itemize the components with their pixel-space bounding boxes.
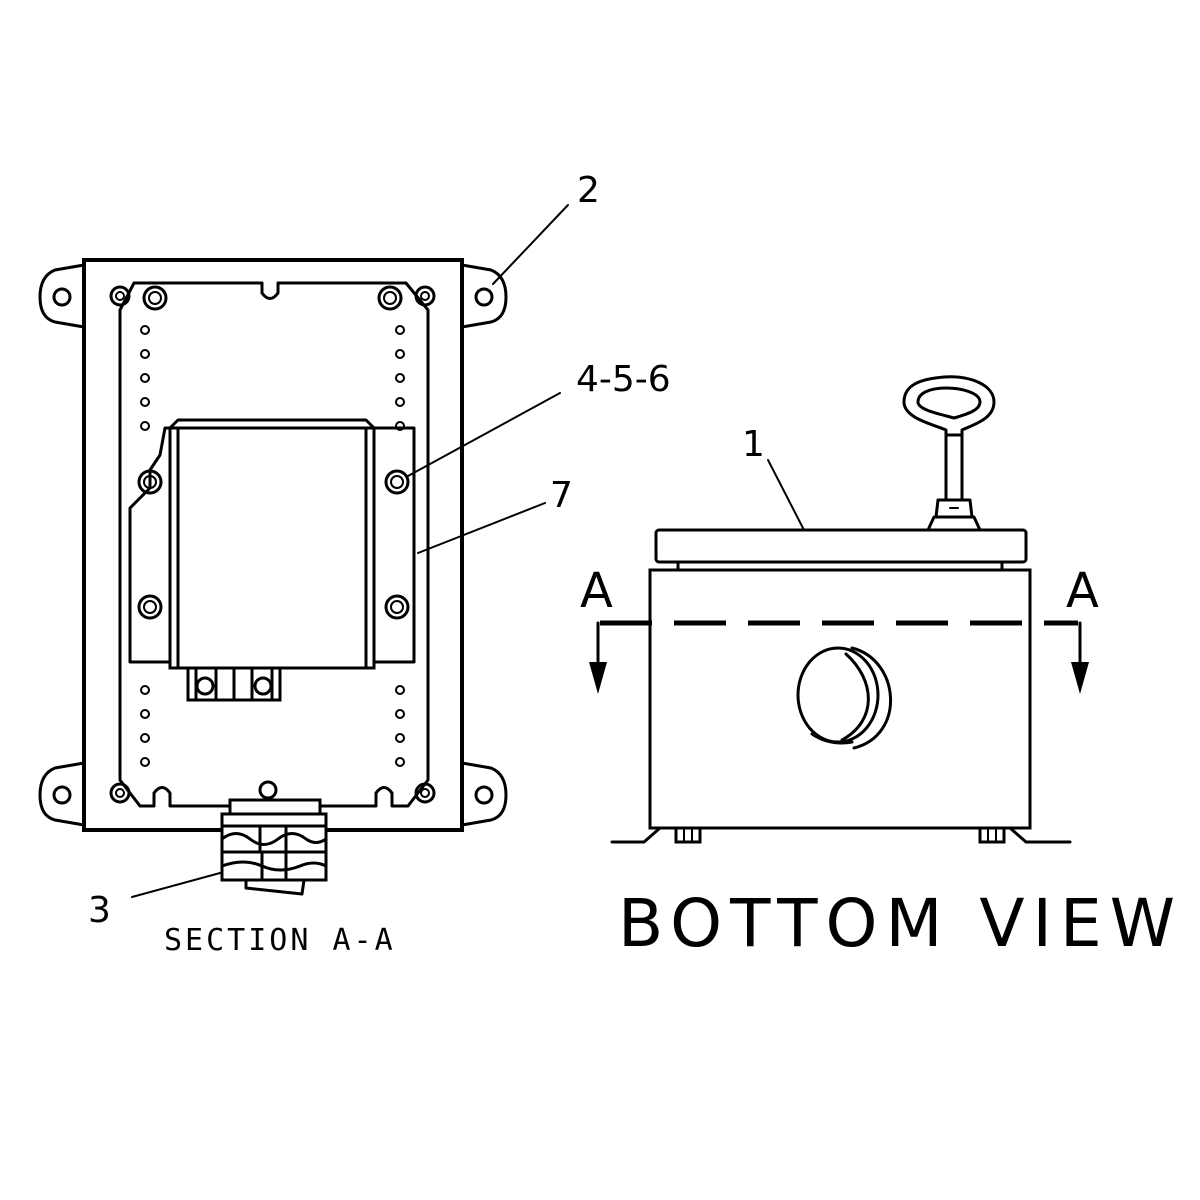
mounting-tab-top-left (38, 263, 86, 329)
section-marker-left: A (580, 563, 613, 619)
enclosure-body-bottom (648, 568, 1032, 830)
module-box (168, 426, 376, 670)
leader-line-3 (131, 872, 221, 898)
cable-gland (220, 780, 328, 896)
mounting-bracket (128, 426, 416, 664)
mounting-tab-bottom-right (460, 761, 508, 827)
bottom-view: A A 1 BOTTOM VIEW (580, 375, 1183, 962)
section-arrow-right (1071, 621, 1089, 694)
section-a-a-view: 2 4-5-6 7 3 SECTION A-A (38, 170, 671, 958)
callout-label-4-5-6: 4-5-6 (576, 359, 671, 400)
module-connector (186, 666, 282, 702)
mounting-tab-top-right (460, 263, 508, 329)
perforation-holes-left (140, 325, 150, 767)
corner-screws (109, 285, 436, 804)
leader-line-2 (492, 204, 569, 285)
bottom-view-caption: BOTTOM VIEW (618, 885, 1183, 962)
section-marker-right: A (1066, 563, 1099, 619)
callout-label-2: 2 (577, 170, 600, 211)
leader-line-4-5-6 (407, 392, 561, 477)
callout-label-1: 1 (742, 424, 765, 465)
leader-line-1 (767, 459, 805, 531)
callout-label-3: 3 (88, 890, 111, 931)
lock-key (902, 375, 996, 532)
callout-label-7: 7 (550, 475, 573, 516)
backplate (118, 281, 430, 808)
base-feet (610, 826, 1072, 844)
leader-line-7 (417, 502, 546, 554)
perforation-holes-right (395, 325, 405, 767)
module-screws (137, 469, 410, 620)
cable-gland-opening (796, 646, 892, 750)
section-a-a-caption: SECTION A-A (164, 923, 396, 958)
enclosure-lid (654, 528, 1028, 564)
base-bolts (674, 826, 1006, 844)
mounting-tab-bottom-left (38, 761, 86, 827)
section-arrow-left (589, 621, 607, 694)
